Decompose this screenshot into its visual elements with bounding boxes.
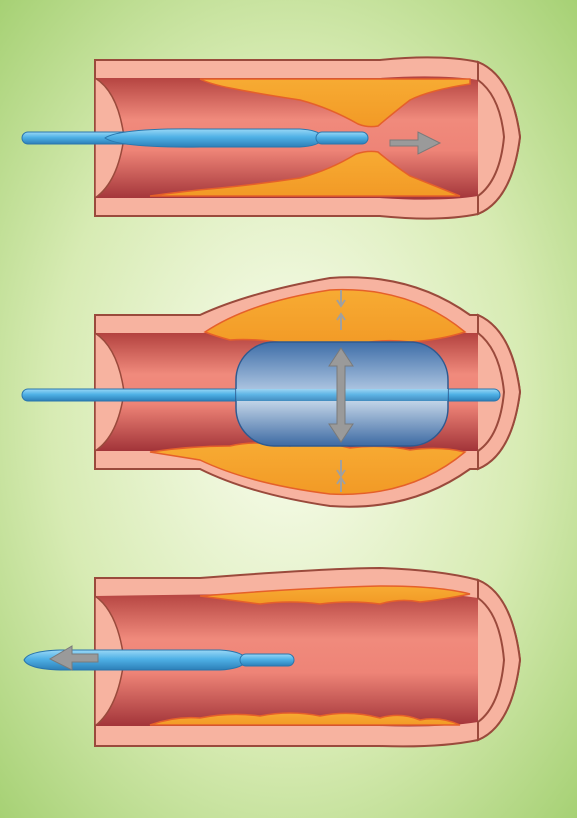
deflated-balloon (105, 129, 322, 147)
catheter-tip (240, 654, 294, 666)
catheter-tip (316, 132, 368, 144)
panel-withdrawal (24, 568, 520, 746)
panel-insertion (22, 57, 520, 218)
